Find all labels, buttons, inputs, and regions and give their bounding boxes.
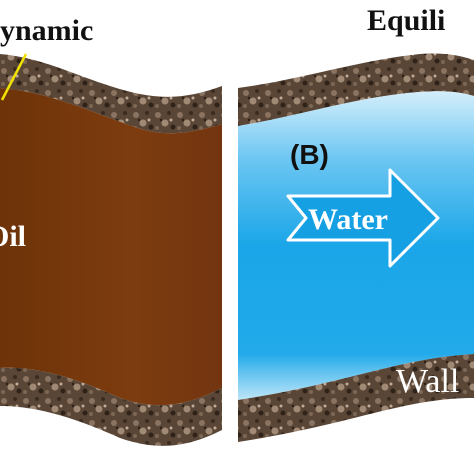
dynamic-pointer-line — [0, 53, 28, 101]
left-lower-rock-wall — [0, 367, 222, 446]
right-lower-rock-wall — [238, 354, 474, 442]
left-title-fragment: ynamic — [0, 14, 93, 47]
wall-label: Wall — [396, 363, 459, 400]
water-channel — [238, 91, 474, 400]
oil-label: Oil — [0, 220, 26, 253]
water-flow-arrow — [286, 168, 440, 268]
right-upper-rock-wall — [238, 53, 474, 126]
water-pore-panel: Equili (B) Water Wall — [238, 4, 474, 442]
oil-pore-panel: ynamic Oil — [0, 14, 222, 446]
right-title-fragment: Equili — [367, 4, 445, 37]
water-label: Water — [308, 203, 388, 236]
oil-channel — [0, 88, 222, 406]
panel-letter-b: (B) — [290, 139, 329, 170]
left-upper-rock-wall — [0, 54, 222, 134]
